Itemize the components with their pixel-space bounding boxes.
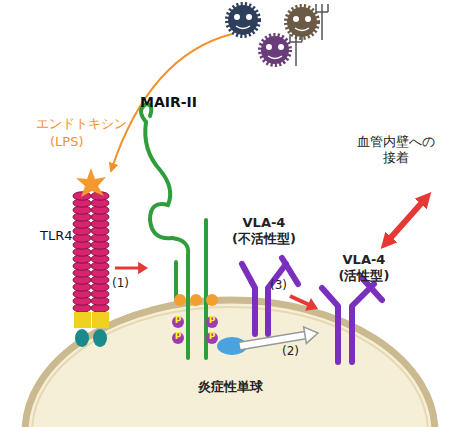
connector-arrow [115, 262, 148, 275]
adhesion-label: 血管内壁への 接着 [352, 134, 440, 165]
phospho-mark: P [172, 315, 184, 326]
receptor-label-box: TLR4 [38, 172, 115, 350]
node-label: MAIR-II [140, 94, 240, 111]
receptor-label-box: MAIR-II [148, 92, 240, 362]
node-label: TLR4 [40, 228, 80, 244]
step-number: (3) [270, 278, 287, 292]
endotoxin-label: エンドトキシン [36, 116, 126, 132]
node-label: 炎症性単球 [20, 379, 440, 395]
node-label: VLA-4 (不活性型) [224, 215, 304, 246]
adhesion-arrow [386, 198, 426, 243]
receptor-label-box: VLA-4 (不活性型) [238, 215, 290, 335]
phospho-mark: P [172, 331, 184, 342]
step-number: (2) [282, 344, 299, 358]
phospho-mark: P [206, 315, 218, 326]
phospho-mark: P [206, 331, 218, 342]
receptor-label-box: VLA-4 (活性型) [318, 252, 410, 364]
step-number: (1) [112, 276, 129, 290]
bacteria [228, 4, 328, 66]
tlr4-receptor [73, 168, 109, 347]
lps-label: (LPS) [50, 134, 110, 150]
node-label: VLA-4 (活性型) [318, 252, 410, 283]
